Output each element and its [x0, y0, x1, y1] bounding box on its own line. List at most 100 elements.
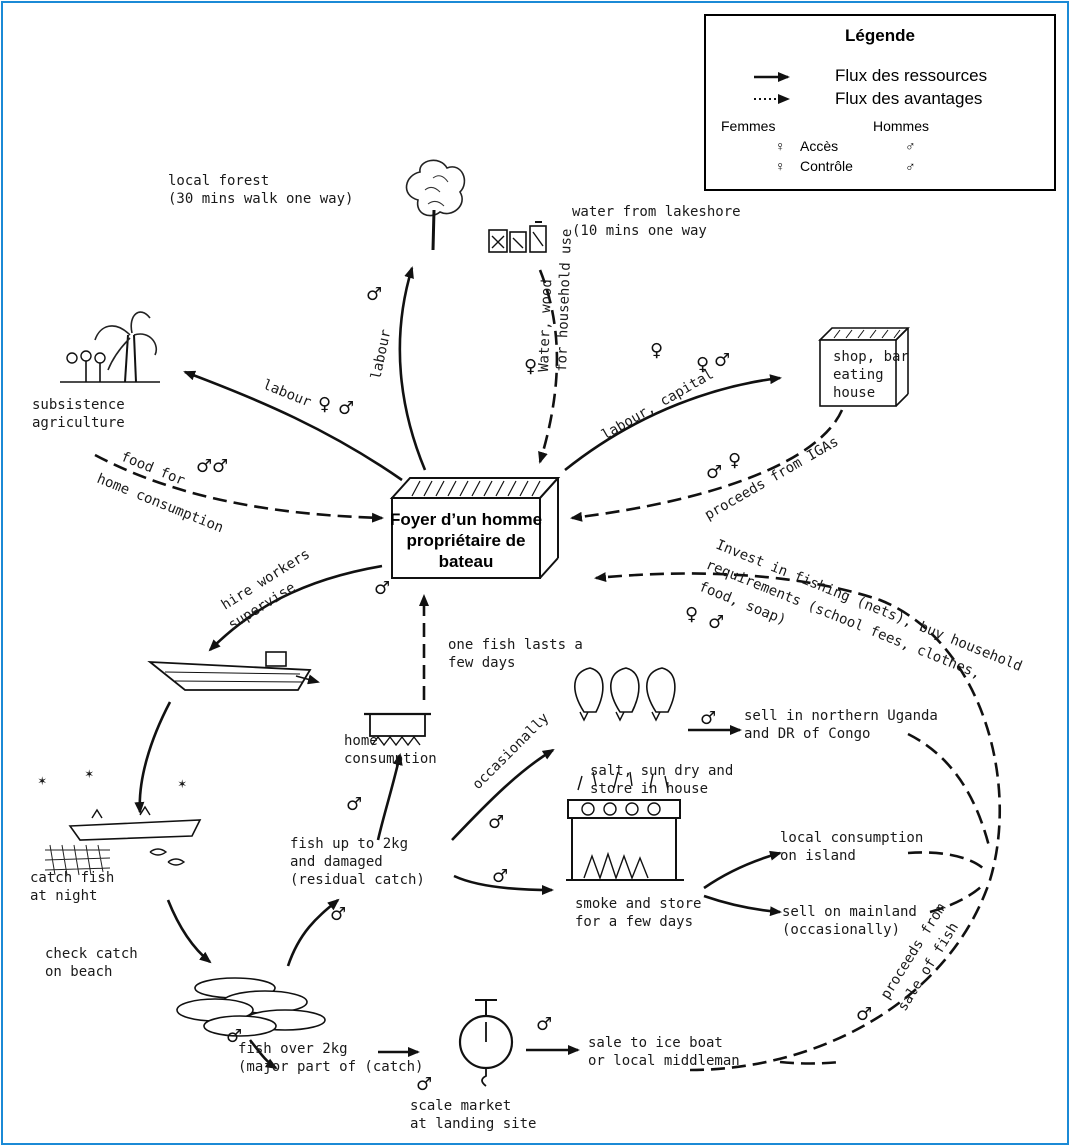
agri-female-symbol: ♀: [318, 394, 331, 415]
check-label-1: check catch: [45, 946, 138, 962]
bird-icon-2: ✶: [85, 766, 94, 782]
legend-male-access-symbol: ♂: [905, 138, 916, 154]
north-label-1: sell in northern Uganda: [744, 708, 938, 724]
arrow-small-fish-to-home: [376, 753, 403, 841]
smoke-label-1: smoke and store: [575, 896, 701, 912]
shop-female-symbol: ♀: [650, 340, 663, 361]
legend-resource-flow: Flux des ressources: [835, 66, 987, 85]
proceeds-iga-label: proceeds from IGAs: [702, 434, 841, 524]
arrow-smoke-to-local: [703, 850, 782, 890]
shop-female-symbol-2: ♀: [696, 354, 709, 375]
one-fish-label-1: one fish lasts a: [448, 637, 583, 653]
check-label-2: on beach: [45, 964, 112, 980]
legend-benefit-flow: Flux des avantages: [835, 89, 982, 108]
arrow-iga-proceeds-to-household: [570, 409, 844, 522]
legend-men: Hommes: [873, 118, 929, 134]
home-label-1: home: [344, 733, 378, 749]
arrow-water-wood-to-household: [538, 269, 559, 464]
dash-ice-boat-to-proceeds: [779, 1060, 841, 1065]
smoke-label-2: for a few days: [575, 914, 693, 930]
legend-female-access-symbol: ♀: [775, 138, 786, 154]
smoking-kiln-icon: [566, 771, 684, 881]
smoke-male-control-symbol: ♂: [492, 866, 508, 887]
bird-icon-3: ✶: [178, 776, 187, 792]
agriculture-label-1: subsistence: [32, 397, 125, 413]
agri-male-control-symbol: ♂: [338, 398, 354, 419]
legend: Légende Flux des ressources Flux des ava…: [704, 14, 1056, 191]
household-box: [391, 497, 541, 579]
cooking-pot-icon: [364, 712, 431, 747]
iga-female-symbol: ♀: [728, 450, 741, 471]
forest-label-2: (30 mins walk one way): [168, 191, 353, 207]
salt-label-2: store in house: [590, 781, 708, 797]
boat-icon: [147, 651, 320, 691]
agriculture-label-2: agriculture: [32, 415, 125, 431]
arrow-labour-to-agriculture: [183, 370, 403, 482]
arrow-labour-to-forest: [398, 266, 427, 471]
labour-capital-label: labour, capital: [599, 366, 716, 443]
food-label-2: home consumption: [95, 471, 226, 536]
invest-label-2: requirements (school fees, clothes,: [704, 557, 984, 682]
dried-fish-icon: [574, 667, 676, 722]
arrow-beach-to-small-fish: [286, 898, 340, 967]
hire-male-control-symbol: ♂: [374, 578, 390, 599]
home-label-2: consumption: [344, 751, 437, 767]
arrow-smoke-to-mainland: [703, 894, 782, 917]
water-label-2: (10 mins one way: [572, 223, 707, 239]
scale-label-1: scale market: [410, 1098, 511, 1114]
water-jerrycan-icon: [488, 221, 547, 253]
dash-north-to-proceeds: [907, 732, 992, 851]
arrow-catch-to-beach: [166, 899, 212, 964]
arrow-boat-to-catch: [134, 701, 172, 814]
dash-mainland-to-proceeds: [929, 885, 983, 914]
big-fish-label-2: (major part of (catch): [238, 1059, 423, 1075]
water-label-1: water from lakeshore: [572, 204, 741, 220]
bird-icon-1: ✶: [38, 773, 47, 789]
local-label-1: local consumption: [780, 830, 923, 846]
ice-male-control-symbol: ♂: [536, 1014, 552, 1035]
shop-label-3: house: [833, 385, 875, 401]
legend-female-control-symbol: ♀: [775, 158, 786, 174]
shop-label-2: eating: [833, 367, 884, 383]
food-male-control-symbol: ♂: [196, 456, 212, 477]
legend-male-control-symbol: ♂: [905, 158, 916, 174]
small-male-control-symbol: ♂: [330, 904, 346, 925]
banana-plant-icon: [60, 311, 160, 383]
catch-label-2: at night: [30, 888, 97, 904]
one-fish-label-2: few days: [448, 655, 515, 671]
arrow-food-to-household: [94, 453, 384, 523]
shop-label-1: shop, bar: [833, 349, 909, 365]
food-male-symbol: ♂: [212, 456, 228, 477]
small-fish-label-2: and damaged: [290, 854, 383, 870]
invest-female-symbol: ♀: [685, 604, 698, 625]
legend-box: [704, 14, 1056, 191]
household-title-line3: bateau: [439, 552, 494, 571]
proceeds-male-control-symbol: ♂: [856, 1004, 872, 1025]
forest-male-control-symbol: ♂: [366, 284, 382, 305]
occasionally-male-control-symbol: ♂: [488, 812, 504, 833]
shop-icon: [818, 327, 910, 407]
arrow-hire-workers: [208, 564, 383, 652]
household-title-line1: Foyer d’un homme: [390, 510, 542, 529]
arrow-labour-capital-to-shop: [564, 374, 782, 472]
mainland-label-1: sell on mainland: [782, 904, 917, 920]
arrow-small-fish-to-salt: [451, 748, 555, 841]
dash-local-to-proceeds: [907, 851, 986, 871]
labour-forest-label: labour: [368, 328, 394, 381]
small-fish-label-3: (residual catch): [290, 872, 425, 888]
big-male-control-symbol: ♂: [226, 1026, 242, 1047]
scale-label-2: at landing site: [410, 1116, 536, 1132]
arrow-beach-to-big-fish: [248, 1039, 278, 1070]
household-use-label: for household use: [554, 228, 575, 372]
fish-pile-icon: [176, 977, 326, 1037]
water-wood-label: Water, wood: [536, 279, 555, 372]
small-fish-label-1: fish up to 2kg: [290, 836, 408, 852]
legend-women: Femmes: [721, 118, 775, 134]
fishing-net-icon: ✶ ✶ ✶: [38, 766, 202, 876]
big-fish-label-1: fish over 2kg: [238, 1041, 348, 1057]
mainland-label-2: (occasionally): [782, 922, 900, 938]
scale-icon: [458, 999, 514, 1087]
north-male-control-symbol: ♂: [700, 708, 716, 729]
